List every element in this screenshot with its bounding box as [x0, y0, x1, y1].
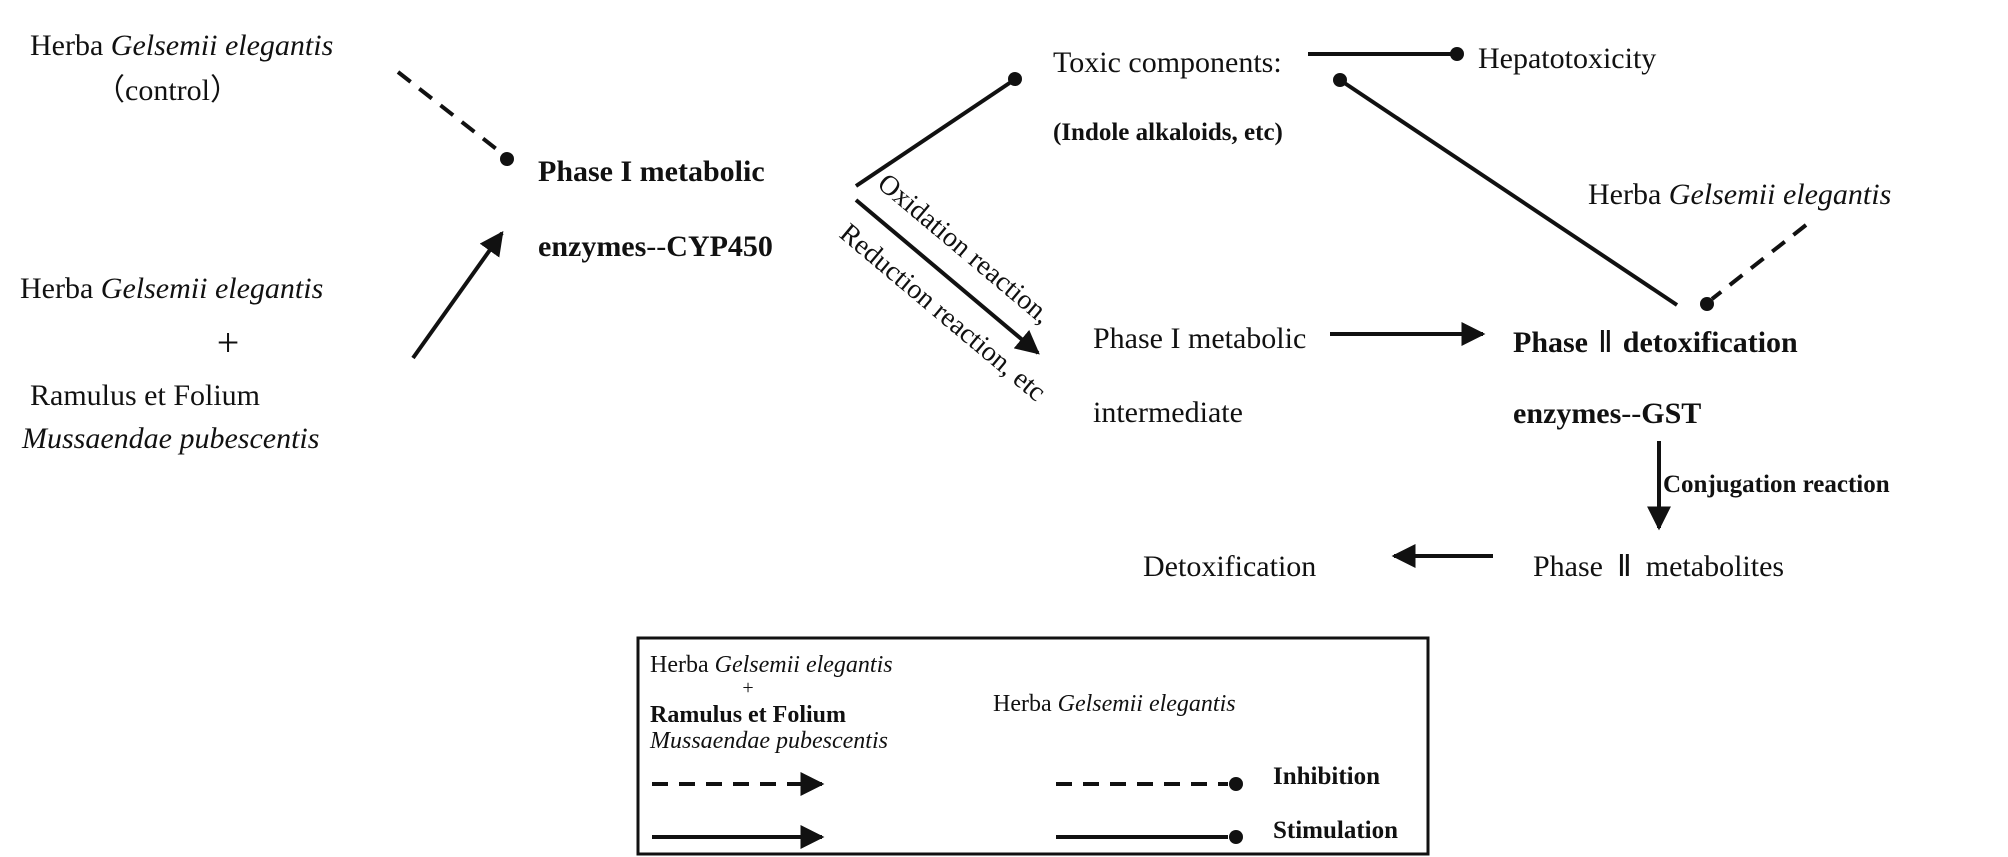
intermediate-line2: intermediate: [1093, 396, 1243, 429]
legend-combo-plus: +: [742, 677, 753, 699]
phase1-enzymes-line2: enzymes--CYP450: [538, 230, 773, 263]
phase2-to-toxic-connector: [1341, 80, 1679, 307]
oxidation-reaction-label: Oxidation reaction,: [872, 168, 1058, 331]
combo-stimulation-arrow: [411, 231, 504, 360]
combo-plus: +: [217, 320, 240, 365]
legend-combo-line4: Mussaendae pubescentis: [649, 728, 888, 754]
herba-right-label: Herba Gelsemii elegantis: [1588, 178, 1891, 211]
control-label-line1: Herba Gelsemii elegantis: [30, 29, 333, 62]
legend-combo-line3: Ramulus et Folium: [650, 702, 846, 728]
herba-right-inhibition-dot: [1700, 297, 1714, 311]
toxic-components-label: Toxic components:: [1053, 46, 1282, 79]
combo-label-line3: Ramulus et Folium: [30, 379, 260, 412]
phase2-enzymes-line2: enzymes--GST: [1513, 397, 1701, 430]
control-inhibition-dot: [500, 152, 514, 166]
intermediate-line1: Phase I metabolic: [1093, 322, 1306, 355]
herba-right-inhibition-connector: [1710, 223, 1808, 301]
control-label-line2: （control）: [95, 74, 240, 107]
legend-box: [636, 636, 1430, 856]
legend-stimulation-label: Stimulation: [1273, 817, 1398, 844]
hepatotoxicity-dot: [1450, 47, 1464, 61]
toxic-components-dot: [1008, 72, 1022, 86]
combo-label-line4: Mussaendae pubescentis: [21, 422, 319, 455]
control-inhibition-connector: [396, 70, 506, 157]
legend-dashed-dot: [1229, 777, 1243, 791]
combo-label-line1: Herba Gelsemii elegantis: [20, 272, 323, 305]
legend-solid-dot: [1229, 830, 1243, 844]
phase1-enzymes-line1: Phase I metabolic: [538, 155, 765, 188]
conjugation-reaction-label: Conjugation reaction: [1663, 471, 1890, 498]
hepatotoxicity-label: Hepatotoxicity: [1478, 42, 1656, 75]
legend-combo-line1: Herba Gelsemii elegantis: [650, 652, 893, 678]
legend-single-label: Herba Gelsemii elegantis: [993, 691, 1236, 717]
toxic-components-detail: (Indole alkaloids, etc): [1053, 119, 1283, 146]
phase1-to-toxic-connector: [854, 80, 1013, 188]
phase1-to-intermediate-arrow: [854, 198, 1040, 355]
phase2-toxic-dot: [1333, 73, 1347, 87]
detoxification-label: Detoxification: [1143, 550, 1316, 583]
legend: Herba Gelsemii elegantis + Ramulus et Fo…: [636, 636, 1430, 856]
legend-inhibition-label: Inhibition: [1273, 763, 1380, 790]
